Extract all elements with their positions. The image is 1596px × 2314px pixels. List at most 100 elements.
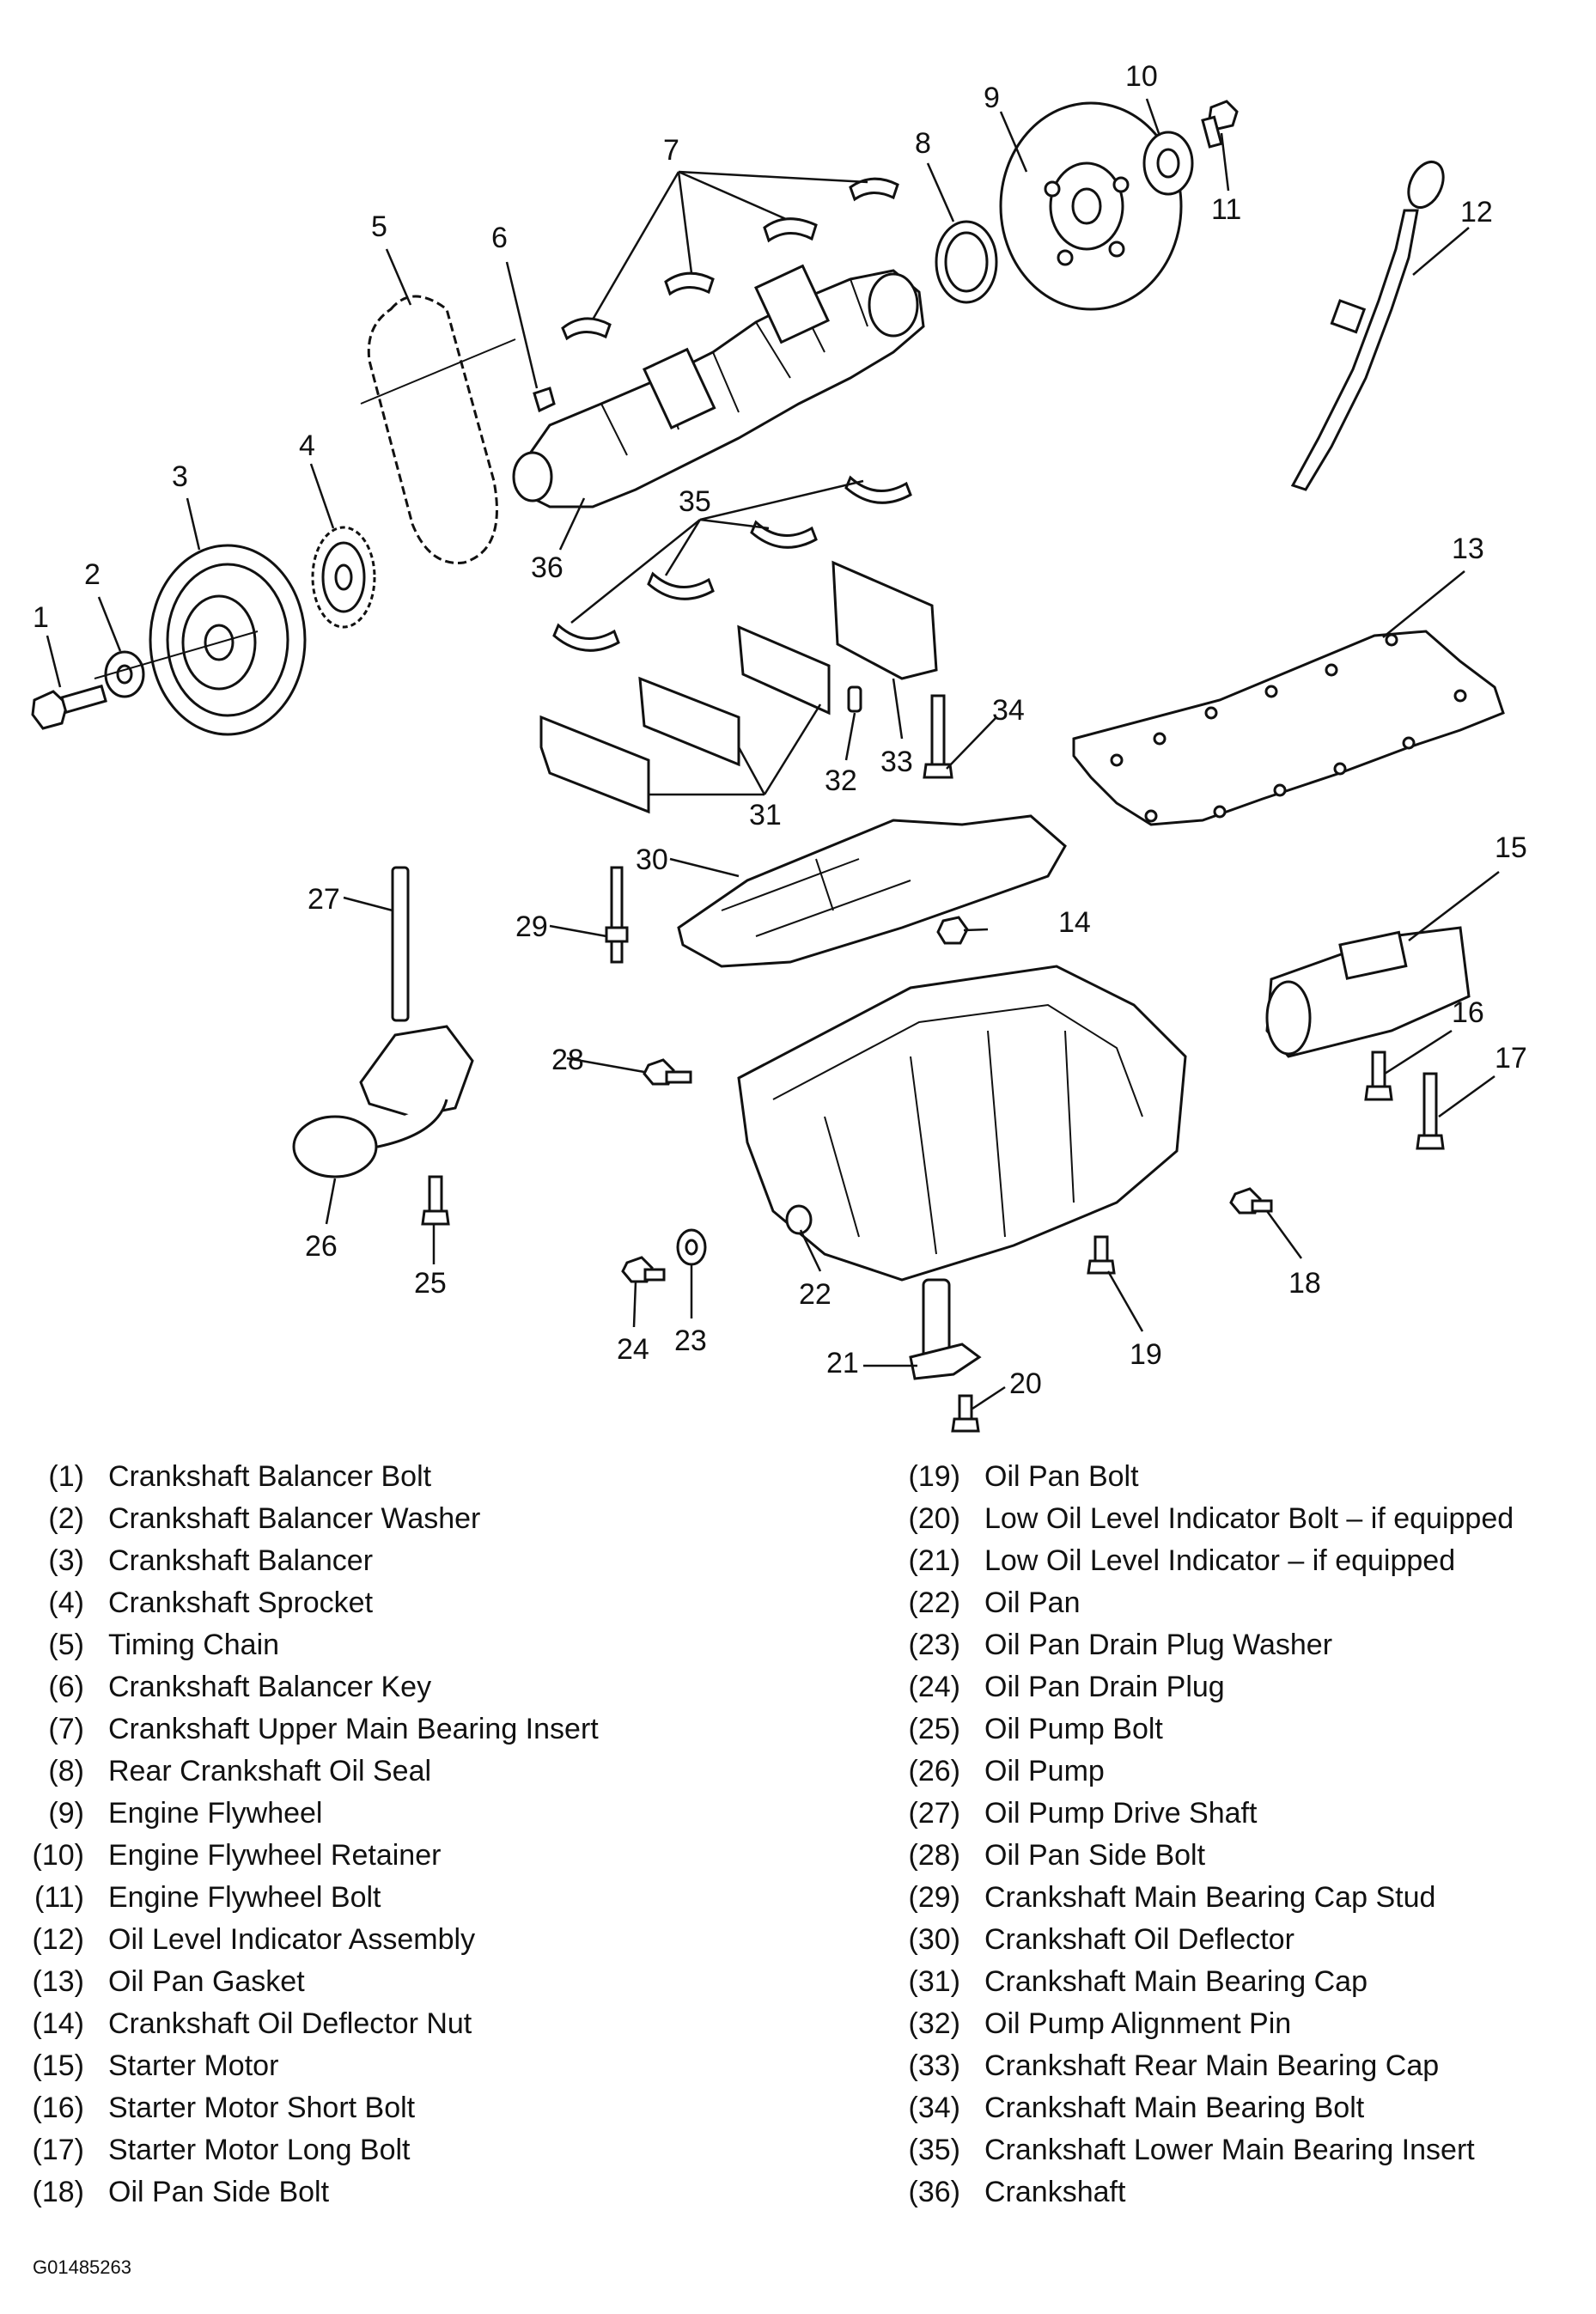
part-30-crankshaft-oil-deflector	[677, 814, 1067, 968]
legend-item: (17)Starter Motor Long Bolt	[0, 2129, 411, 2171]
legend-item-name: Crankshaft Main Bearing Bolt	[984, 2092, 1365, 2124]
part-15-starter-motor	[1265, 926, 1471, 1058]
part-5-timing-chain	[360, 295, 516, 564]
legend-item-number: (25)	[908, 1713, 960, 1745]
legend-item-name: Crankshaft Upper Main Bearing Insert	[108, 1713, 599, 1745]
legend-item-number: (36)	[908, 2176, 960, 2208]
callout-33: 33	[880, 746, 913, 778]
part-35-crankshaft-lower-main-bearing-insert	[552, 475, 912, 652]
part-22-oil-pan	[737, 965, 1187, 1282]
legend-item-name: Crankshaft Oil Deflector	[984, 1923, 1294, 1956]
part-14-crankshaft-oil-deflector-nut	[936, 916, 969, 945]
callout-7: 7	[663, 134, 679, 167]
part-17-starter-motor-long-bolt	[1416, 1072, 1445, 1150]
legend-item-number: (3)	[48, 1544, 84, 1577]
callout-8: 8	[915, 127, 931, 160]
legend-item-number: (9)	[48, 1797, 84, 1830]
callout-31: 31	[749, 799, 782, 831]
legend-item: (32) Oil Pump Alignment Pin	[876, 2003, 1292, 2044]
legend-item-name: Low Oil Level Indicator Bolt – if equipp…	[984, 1502, 1514, 1535]
callout-9: 9	[984, 82, 1000, 114]
callout-34: 34	[992, 694, 1025, 727]
callout-32: 32	[825, 764, 857, 797]
part-23-oil-pan-drain-plug-washer	[676, 1228, 707, 1266]
legend-item-name: Oil Pan Side Bolt	[108, 2176, 330, 2208]
callout-3: 3	[172, 460, 188, 493]
legend-item-name: Crankshaft Main Bearing Cap	[984, 1965, 1368, 1998]
legend-item-name: Oil Pan Bolt	[984, 1460, 1139, 1493]
legend-item-name: Oil Pan Gasket	[108, 1965, 305, 1998]
legend-item: (21)Low Oil Level Indicator – if equippe…	[876, 1540, 1456, 1581]
legend-item-name: Oil Pan Drain Plug	[984, 1671, 1225, 1703]
part-7-crankshaft-upper-main-bearing-insert	[561, 177, 899, 341]
leader-lines	[46, 98, 1500, 1410]
legend-item-name: Rear Crankshaft Oil Seal	[108, 1755, 432, 1787]
part-1-crankshaft-balancer-bolt	[31, 684, 107, 730]
legend-item-name: Oil Pump	[984, 1755, 1105, 1787]
legend-item-number: (15)	[32, 2049, 84, 2082]
part-12-oil-level-indicator-assembly	[1290, 161, 1445, 491]
legend-item: (24)Oil Pan Drain Plug	[876, 1666, 1225, 1708]
legend-item-name: Crankshaft Main Bearing Cap Stud	[984, 1881, 1436, 1914]
part-31-crankshaft-main-bearing-cap	[539, 624, 831, 814]
part-27-oil-pump-drive-shaft	[391, 866, 410, 1022]
part-9-engine-flywheel	[999, 101, 1183, 311]
legend-item-number: (6)	[48, 1671, 84, 1703]
legend-item-number: (30)	[908, 1923, 960, 1956]
part-21-low-oil-level-indicator	[909, 1278, 982, 1380]
legend-item: (13)Oil Pan Gasket	[0, 1961, 305, 2002]
legend-item-number: (23)	[908, 1629, 960, 1661]
legend-item-number: (21)	[908, 1544, 960, 1577]
callout-36: 36	[531, 551, 563, 584]
legend-item: (5) Timing Chain	[0, 1624, 279, 1665]
legend-item-name: Oil Pan Side Bolt	[984, 1839, 1206, 1872]
callout-1: 1	[33, 601, 49, 634]
legend-item-name: Crankshaft Balancer	[108, 1544, 374, 1577]
legend-item: (26)Oil Pump	[876, 1751, 1105, 1792]
legend-item-number: (17)	[32, 2134, 84, 2166]
legend-item-name: Crankshaft Balancer Bolt	[108, 1460, 432, 1493]
parts-legend: (1)Crankshaft Balancer Bolt (2)Crankshaf…	[0, 1456, 1596, 2246]
legend-item-number: (31)	[908, 1965, 960, 1998]
callout-2: 2	[84, 558, 101, 591]
legend-item: (19) Oil Pan Bolt	[876, 1456, 1139, 1497]
legend-item: (23)Oil Pan Drain Plug Washer	[876, 1624, 1333, 1665]
part-16-starter-motor-short-bolt	[1364, 1050, 1393, 1101]
legend-item-number: (10)	[32, 1839, 84, 1872]
legend-item-name: Engine Flywheel Bolt	[108, 1881, 381, 1914]
legend-item-number: (32)	[908, 2007, 960, 2040]
legend-item: (35)Crankshaft Lower Main Bearing Insert	[876, 2129, 1475, 2171]
legend-item-number: (7)	[48, 1713, 84, 1745]
legend-item-number: (11)	[34, 1881, 84, 1914]
legend-item-number: (34)	[908, 2092, 960, 2124]
legend-item-name: Timing Chain	[108, 1629, 280, 1661]
part-11-engine-flywheel-bolt	[1201, 100, 1239, 149]
legend-item-name: Crankshaft Oil Deflector Nut	[108, 2007, 472, 2040]
legend-item: (25) Oil Pump Bolt	[876, 1708, 1163, 1750]
callout-19: 19	[1130, 1338, 1162, 1371]
legend-item-number: (5)	[48, 1629, 84, 1661]
legend-item-name: Oil Pan	[984, 1586, 1081, 1619]
legend-item-number: (19)	[908, 1460, 960, 1493]
legend-item-name: Crankshaft Rear Main Bearing Cap	[984, 2049, 1440, 2082]
legend-item-name: Starter Motor Short Bolt	[108, 2092, 416, 2124]
exploded-view-diagram: 1 2 3 4 5 6 7 8 9 10 11 12 13 14 15 16 1…	[31, 60, 1527, 1433]
callout-11: 11	[1211, 193, 1241, 226]
callout-28: 28	[551, 1044, 584, 1076]
callout-26: 26	[305, 1230, 338, 1263]
legend-item: (6)Crankshaft Balancer Key	[0, 1666, 431, 1708]
part-34-crankshaft-main-bearing-bolt	[923, 694, 953, 779]
part-13-oil-pan-gasket	[1072, 630, 1505, 826]
legend-item-name: Oil Pump Alignment Pin	[984, 2007, 1292, 2040]
callout-4: 4	[299, 429, 315, 462]
legend-item-name: Oil Level Indicator Assembly	[108, 1923, 476, 1956]
legend-item-number: (33)	[908, 2049, 960, 2082]
legend-item: (30) Crankshaft Oil Deflector	[876, 1919, 1294, 1960]
legend-item: (22)Oil Pan	[876, 1582, 1081, 1623]
legend-item-name: Oil Pump Bolt	[984, 1713, 1163, 1745]
callout-14: 14	[1058, 906, 1091, 939]
legend-item-number: (2)	[48, 1502, 84, 1535]
legend-item: (27)Oil Pump Drive Shaft	[876, 1793, 1258, 1834]
part-25-oil-pump-bolt	[421, 1175, 450, 1226]
part-6-crankshaft-balancer-key	[533, 387, 556, 413]
